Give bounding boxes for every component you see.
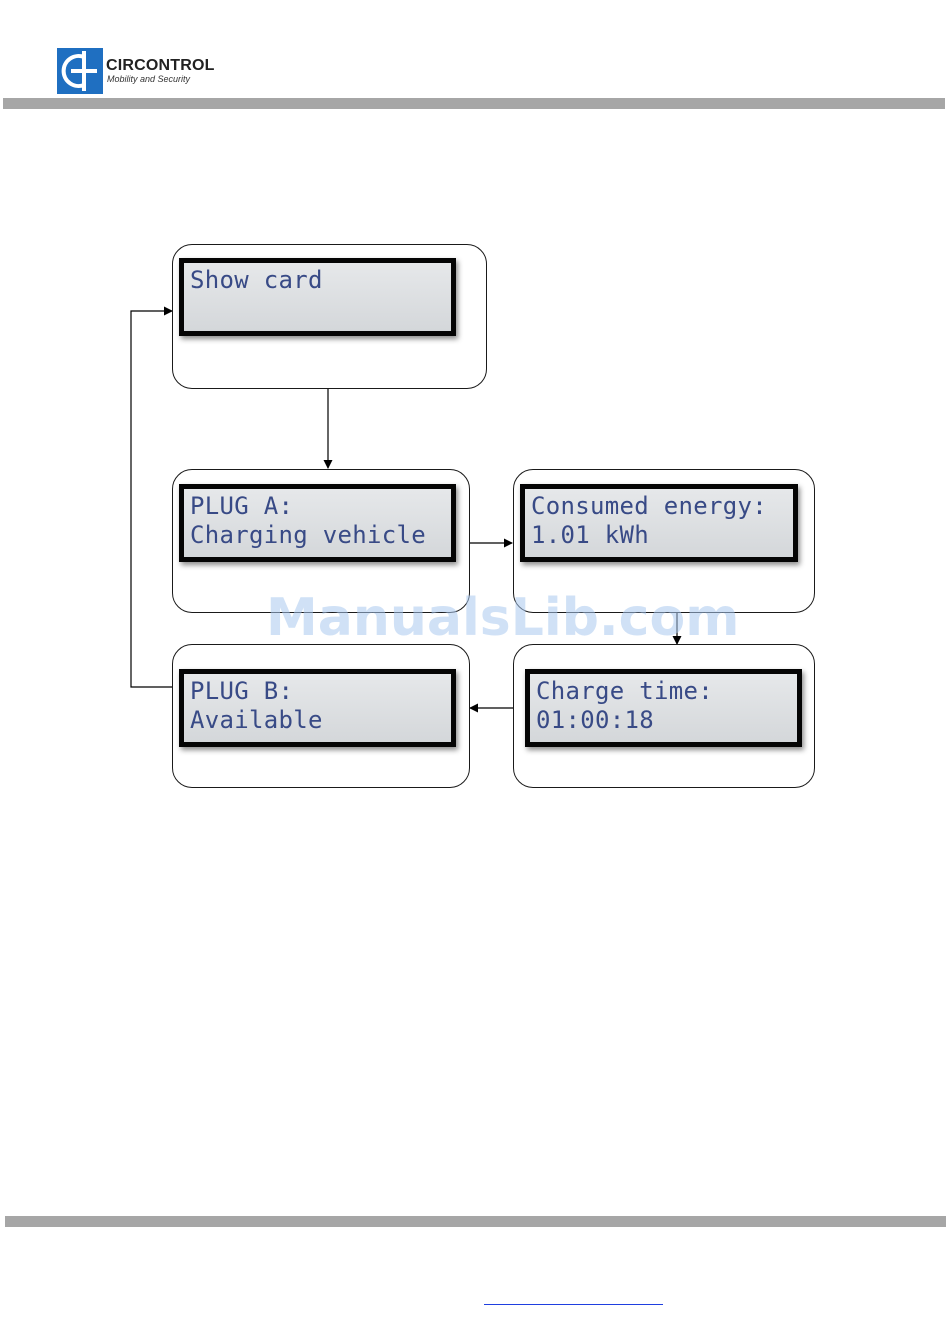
- lcd-plug-b: PLUG B: Available: [179, 669, 456, 747]
- lcd-charge-time: Charge time: 01:00:18: [525, 669, 802, 747]
- lcd-line-2: Available: [190, 706, 451, 735]
- lcd-show-card: Show card: [179, 258, 456, 336]
- lcd-line-2: [190, 295, 451, 324]
- lcd-line-2: 1.01 kWh: [531, 521, 793, 550]
- footer-link[interactable]: [484, 1300, 663, 1305]
- lcd-line-1: PLUG A:: [190, 492, 451, 521]
- lcd-line-2: Charging vehicle: [190, 521, 451, 550]
- lcd-plug-a: PLUG A: Charging vehicle: [179, 484, 456, 562]
- lcd-consumed-energy: Consumed energy: 1.01 kWh: [520, 484, 798, 562]
- footer-rule: [5, 1216, 946, 1227]
- lcd-line-2: 01:00:18: [536, 706, 797, 735]
- lcd-line-1: Consumed energy:: [531, 492, 793, 521]
- arrow-plugb-to-showcard: [131, 311, 173, 687]
- lcd-line-1: Charge time:: [536, 677, 797, 706]
- lcd-line-1: PLUG B:: [190, 677, 451, 706]
- lcd-line-1: Show card: [190, 266, 451, 295]
- watermark: ManualsLib.com: [266, 588, 739, 648]
